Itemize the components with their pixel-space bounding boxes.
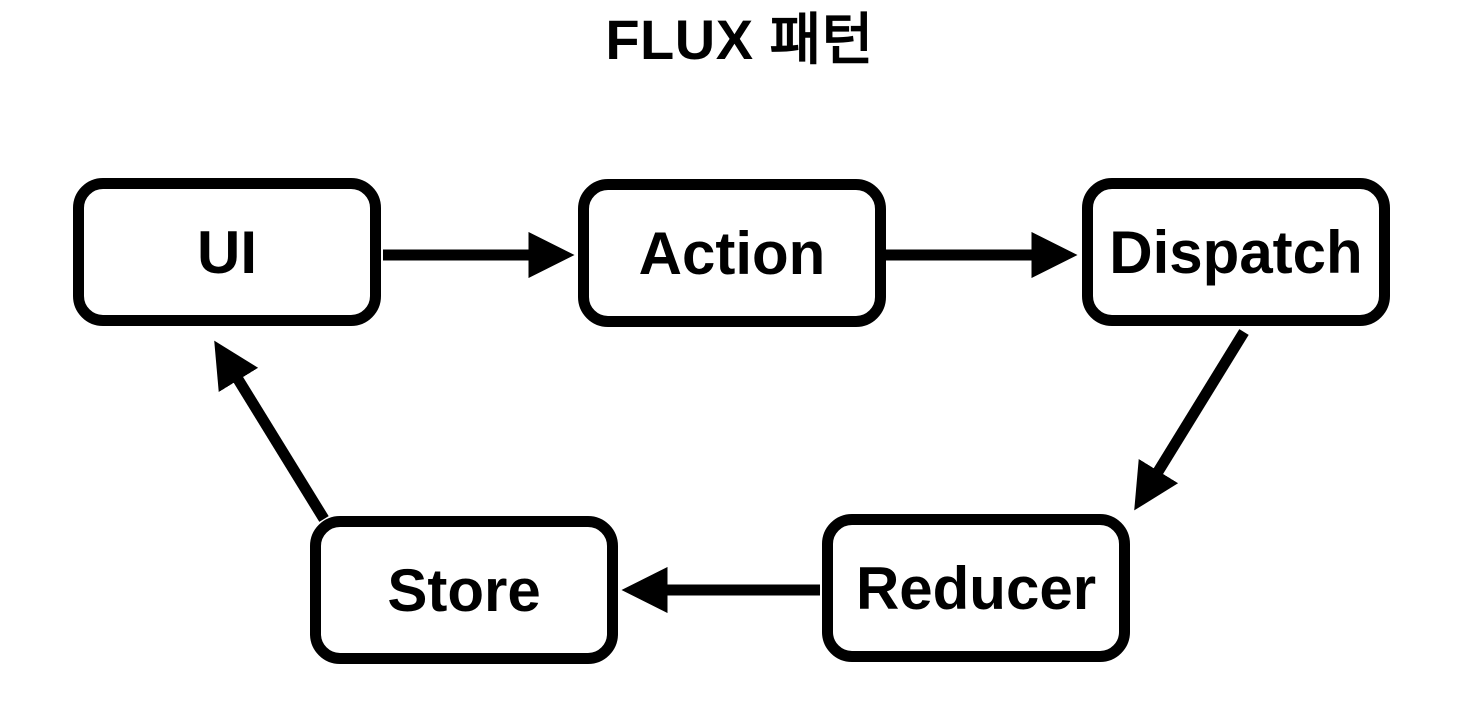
edge-store-to-ui-arrow bbox=[214, 340, 329, 522]
edge-dispatch-to-reducer-arrow bbox=[1134, 329, 1249, 511]
node-action-label: Action bbox=[638, 219, 826, 287]
node-ui-label: UI bbox=[197, 218, 257, 286]
node-dispatch: Dispatch bbox=[1082, 178, 1390, 326]
node-dispatch-label: Dispatch bbox=[1109, 218, 1363, 286]
node-store: Store bbox=[310, 516, 618, 664]
diagram-title: FLUX 패턴 bbox=[605, 8, 874, 71]
node-ui: UI bbox=[73, 178, 381, 326]
node-action: Action bbox=[578, 179, 886, 327]
node-reducer-label: Reducer bbox=[855, 554, 1097, 622]
node-reducer: Reducer bbox=[822, 514, 1130, 662]
node-store-label: Store bbox=[387, 556, 541, 624]
